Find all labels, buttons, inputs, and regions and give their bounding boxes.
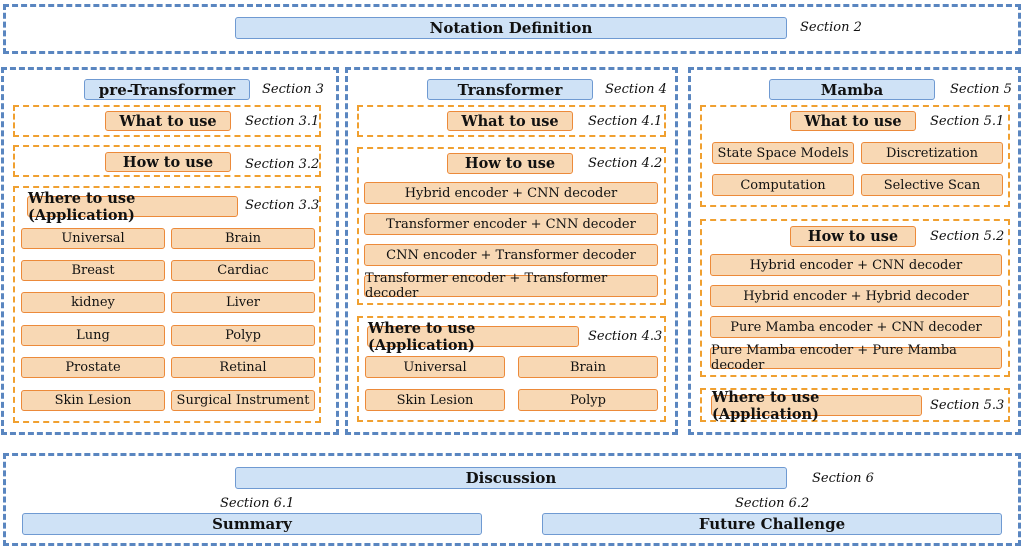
transformer-section: Section 4 bbox=[605, 82, 667, 97]
tr-how-section: Section 4.2 bbox=[588, 156, 663, 171]
transformer-panel bbox=[345, 67, 678, 435]
pre-app-item: Retinal bbox=[171, 357, 315, 378]
future-challenge-box: Future Challenge bbox=[542, 513, 1002, 535]
mb-what-item: Selective Scan bbox=[861, 174, 1003, 196]
tr-where-group bbox=[357, 316, 666, 422]
tr-app-item: Brain bbox=[518, 356, 658, 378]
notation-title: Notation Definition bbox=[235, 17, 787, 39]
pre-app-item: Lung bbox=[21, 325, 165, 346]
tr-where-label: Where to use (Application) bbox=[367, 320, 579, 354]
tr-what-section: Section 4.1 bbox=[588, 114, 663, 129]
pre-app-item: Brain bbox=[171, 228, 315, 249]
tr-how-group bbox=[357, 147, 666, 305]
pre-where-group bbox=[13, 186, 321, 423]
pre-what-group bbox=[13, 105, 321, 137]
tr-app-item: Universal bbox=[365, 356, 505, 378]
pre-what-label: What to use bbox=[105, 111, 231, 131]
mb-how-label: How to use bbox=[790, 226, 916, 247]
mb-how-item: Pure Mamba encoder + Pure Mamba decoder bbox=[710, 343, 1002, 373]
mb-what-item: Discretization bbox=[861, 142, 1003, 164]
tr-app-item: Skin Lesion bbox=[365, 389, 505, 411]
pre-how-group bbox=[13, 145, 321, 177]
mamba-title: Mamba bbox=[769, 79, 935, 100]
discussion-panel bbox=[3, 453, 1021, 546]
mb-how-item: Pure Mamba encoder + CNN decoder bbox=[710, 316, 1002, 338]
mb-what-section: Section 5.1 bbox=[930, 114, 1005, 129]
pre-where-label: Where to use (Application) bbox=[27, 190, 238, 224]
mb-how-item: Hybrid encoder + Hybrid decoder bbox=[710, 285, 1002, 307]
transformer-title: Transformer bbox=[427, 79, 593, 100]
tr-how-item: Transformer encoder + CNN decoder bbox=[364, 213, 658, 235]
pre-app-item: Universal bbox=[21, 228, 165, 249]
mamba-section: Section 5 bbox=[950, 82, 1012, 97]
mb-where-group bbox=[700, 388, 1010, 422]
summary-box: Summary bbox=[22, 513, 482, 535]
pre-app-item: Skin Lesion bbox=[21, 390, 165, 411]
notation-panel bbox=[3, 4, 1021, 54]
tr-where-section: Section 4.3 bbox=[588, 329, 663, 344]
discussion-title: Discussion bbox=[235, 467, 787, 489]
summary-section: Section 6.1 bbox=[220, 496, 295, 511]
mamba-panel bbox=[688, 67, 1021, 435]
pre-transformer-panel bbox=[1, 67, 339, 435]
tr-how-item: CNN encoder + Transformer decoder bbox=[364, 244, 658, 266]
pre-app-item: Surgical Instrument bbox=[171, 390, 315, 411]
mb-what-group bbox=[700, 105, 1010, 207]
pre-transformer-section: Section 3 bbox=[262, 82, 324, 97]
pre-where-section: Section 3.3 bbox=[245, 198, 320, 213]
pre-app-item: Prostate bbox=[21, 357, 165, 378]
mb-where-label: Where to use (Application) bbox=[711, 389, 922, 423]
pre-app-item: Polyp bbox=[171, 325, 315, 346]
mb-how-group bbox=[700, 219, 1010, 377]
mb-what-item: State Space Models bbox=[712, 142, 854, 164]
mb-how-section: Section 5.2 bbox=[930, 229, 1005, 244]
pre-app-item: kidney bbox=[21, 292, 165, 313]
mb-how-item: Hybrid encoder + CNN decoder bbox=[710, 254, 1002, 276]
tr-what-label: What to use bbox=[447, 111, 573, 131]
discussion-section: Section 6 bbox=[812, 471, 874, 486]
tr-what-group bbox=[357, 105, 666, 137]
pre-how-section: Section 3.2 bbox=[245, 157, 320, 172]
pre-app-item: Breast bbox=[21, 260, 165, 281]
mb-what-label: What to use bbox=[790, 111, 916, 131]
notation-section: Section 2 bbox=[800, 20, 862, 35]
tr-how-item: Hybrid encoder + CNN decoder bbox=[364, 182, 658, 204]
mb-where-section: Section 5.3 bbox=[930, 398, 1005, 413]
tr-how-label: How to use bbox=[447, 153, 573, 174]
mb-what-item: Computation bbox=[712, 174, 854, 196]
future-section: Section 6.2 bbox=[735, 496, 810, 511]
pre-app-item: Cardiac bbox=[171, 260, 315, 281]
pre-transformer-title: pre-Transformer bbox=[84, 79, 250, 100]
pre-app-item: Liver bbox=[171, 292, 315, 313]
pre-what-section: Section 3.1 bbox=[245, 114, 320, 129]
tr-app-item: Polyp bbox=[518, 389, 658, 411]
pre-how-label: How to use bbox=[105, 152, 231, 172]
tr-how-item: Transformer encoder + Transformer decode… bbox=[364, 271, 658, 301]
